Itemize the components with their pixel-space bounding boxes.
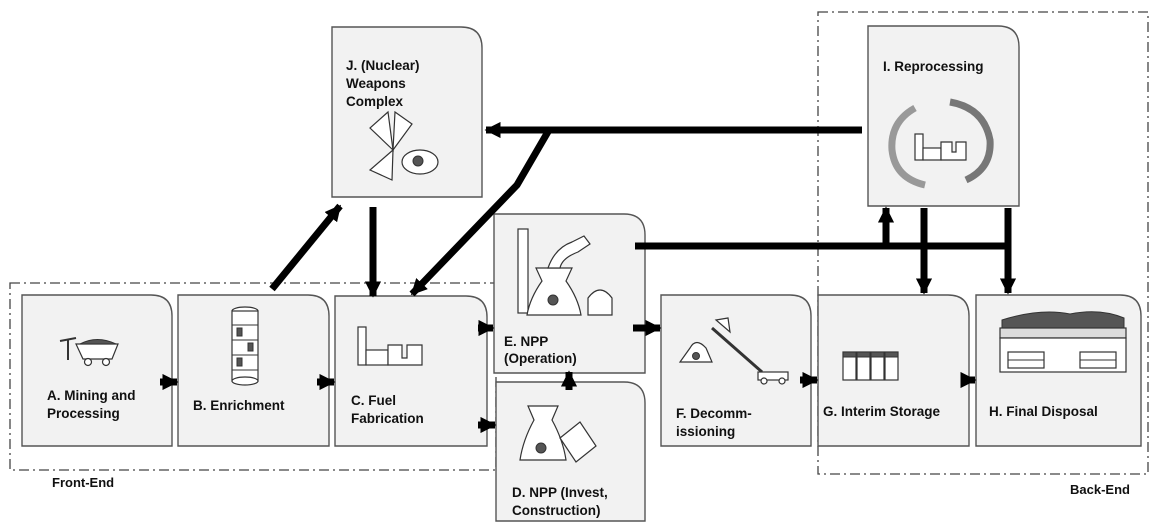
npp-operation-icon — [517, 228, 613, 316]
stage-b-label: B. Enrichment — [193, 398, 285, 413]
stage-j-label-3: Complex — [346, 94, 404, 109]
stage-b-enrichment: B. Enrichment — [177, 294, 330, 447]
stage-a-label-2: Processing — [47, 406, 120, 421]
stage-f-label-1: F. Decomm- — [676, 406, 752, 421]
stage-d-label-2: Construction) — [512, 503, 601, 518]
arrow-b-to-j — [269, 203, 343, 292]
stage-h-label: H. Final Disposal — [989, 404, 1098, 419]
stage-c-label-2: Fabrication — [351, 411, 424, 426]
enrichment-centrifuge-icon — [231, 306, 259, 386]
stage-h-final-disposal: H. Final Disposal — [975, 294, 1142, 447]
stage-a-label-1: A. Mining and — [47, 388, 136, 403]
final-disposal-repository-icon — [999, 311, 1127, 373]
fuel-fabrication-plant-icon — [357, 326, 423, 366]
stage-a-mining: A. Mining and Processing — [21, 294, 173, 447]
front-end-label: Front-End — [52, 475, 114, 490]
stage-j-weapons-complex: J. (Nuclear) Weapons Complex — [331, 26, 483, 198]
front-end-region — [9, 282, 497, 471]
stage-d-label-1: D. NPP (Invest, — [512, 485, 608, 500]
mining-cart-icon — [59, 337, 119, 367]
stage-c-label-1: C. Fuel — [351, 393, 396, 408]
nuclear-weapons-icon — [368, 110, 439, 181]
flow-arrows — [160, 121, 1017, 434]
arrow-i-to-c — [409, 128, 553, 297]
stage-g-interim-storage: G. Interim Storage — [817, 294, 970, 447]
decommissioning-icon — [678, 317, 789, 385]
stage-i-reprocessing: I. Reprocessing — [867, 25, 1020, 207]
stage-j-label-1: J. (Nuclear) — [346, 58, 420, 73]
stage-j-label-2: Weapons — [346, 76, 406, 91]
interim-storage-casks-icon — [842, 351, 899, 381]
stage-f-label-2: issioning — [676, 424, 735, 439]
stage-f-decommissioning: F. Decomm- issioning — [660, 294, 812, 447]
stage-d-npp-construction: D. NPP (Invest, Construction) — [495, 381, 646, 522]
stage-g-label: G. Interim Storage — [823, 404, 941, 419]
reprocessing-cycle-icon — [888, 98, 994, 189]
npp-construction-icon — [519, 405, 597, 463]
stage-i-label: I. Reprocessing — [883, 59, 984, 74]
stage-e-label-2: (Operation) — [504, 351, 577, 366]
stage-e-label-1: E. NPP — [504, 334, 548, 349]
back-end-region — [817, 11, 1149, 475]
stage-c-fuel-fabrication: C. Fuel Fabrication — [334, 295, 488, 447]
back-end-label: Back-End — [1070, 482, 1130, 497]
stage-e-npp-operation: E. NPP (Operation) — [493, 213, 646, 374]
